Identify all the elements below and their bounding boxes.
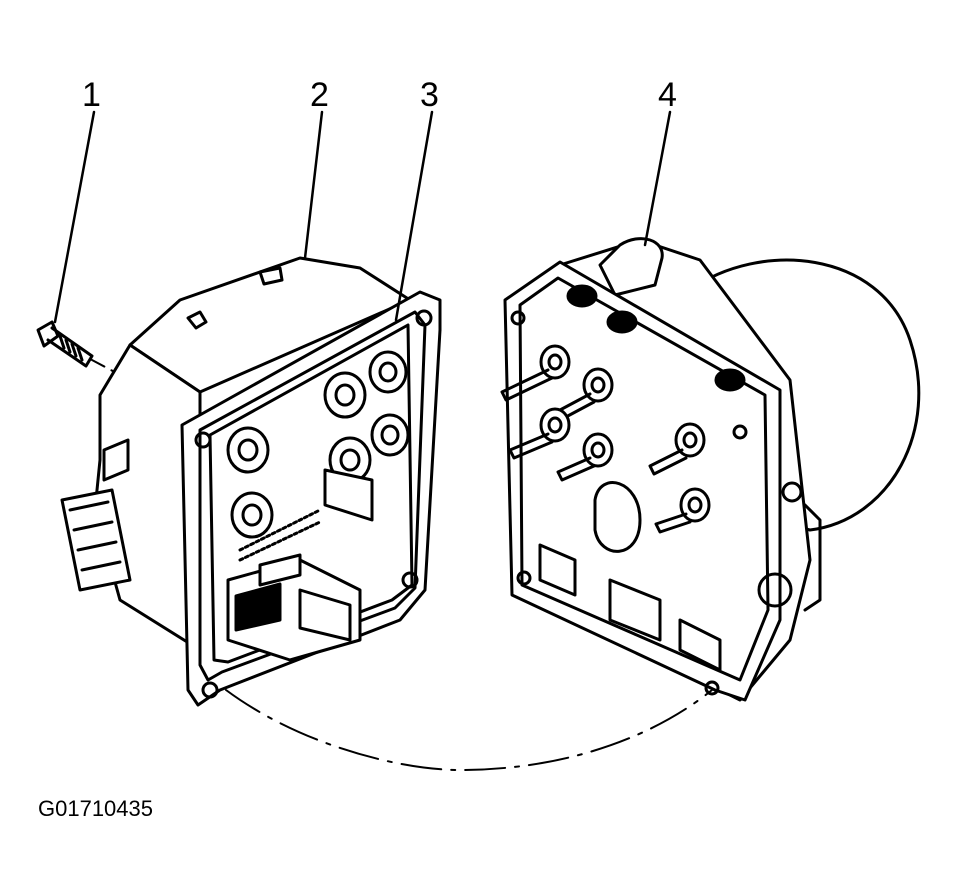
solenoid-coils bbox=[228, 352, 408, 560]
figure-code: G01710435 bbox=[38, 796, 153, 821]
callout-1: 1 bbox=[82, 76, 101, 114]
callout-2: 2 bbox=[310, 76, 329, 114]
leader-line-1 bbox=[55, 112, 94, 322]
control-module-housing bbox=[62, 258, 410, 650]
callout-3: 3 bbox=[420, 76, 439, 114]
bolt bbox=[38, 322, 92, 366]
leader-line-2 bbox=[305, 112, 322, 258]
leader-line-4 bbox=[645, 112, 670, 245]
callout-4: 4 bbox=[658, 76, 677, 114]
inner-connector bbox=[228, 555, 360, 660]
hydraulic-modulator bbox=[502, 239, 919, 700]
assembly-alignment-arc bbox=[226, 690, 712, 770]
leader-line-3 bbox=[396, 112, 432, 320]
